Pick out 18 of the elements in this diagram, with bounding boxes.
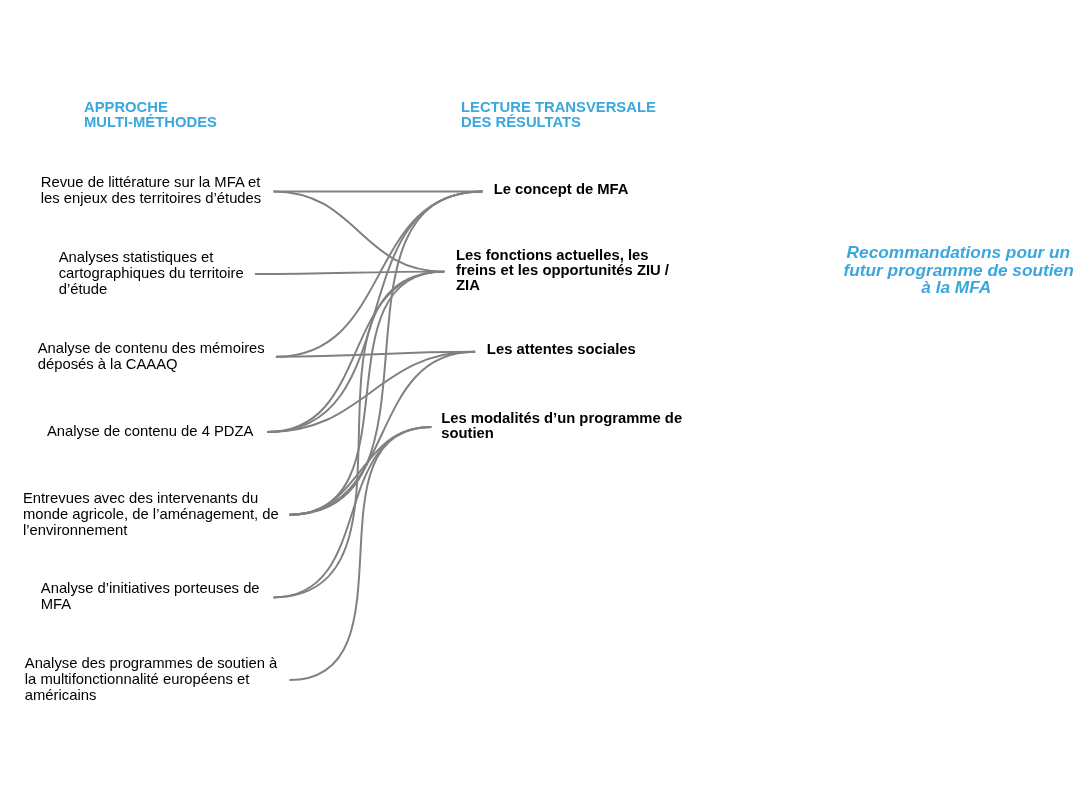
connector	[288, 425, 433, 681]
node-text: Analyse des programmes de soutien à la multifonctionnalité européens et américains	[24, 654, 278, 703]
node-text: Les fonctions actuelles, les freins et les opportunités ZIU / ZIA	[456, 246, 669, 293]
node-text: Les attentes sociales	[486, 340, 636, 357]
node-text: Entrevues avec des intervenants du monde agricole, de l’aménagement, de l’environnement	[22, 489, 279, 538]
node-text: Recommandations pour un futur programme de soutien à la MFA	[843, 241, 1074, 297]
node-text: Analyses statistiques et cartographiques du territoire d’étude	[58, 248, 244, 297]
label: APPROCHE MULTI-MÉTHODES	[84, 98, 217, 130]
node-text: Analyse d’initiatives porteuses de MFA	[40, 579, 260, 612]
node-text: Analyse de contenu des mémoires déposés à la CAAAQ	[37, 339, 265, 372]
node-text: Le concept de MFA	[493, 180, 629, 197]
connector	[272, 270, 446, 598]
node-text: Revue de littérature sur la MFA et les enjeux des territoires d’études	[40, 173, 262, 206]
label: LECTURE TRANSVERSALE DES RÉSULTATS	[460, 98, 656, 130]
connector	[288, 350, 477, 516]
node-text: Analyse de contenu de 4 PDZA	[46, 422, 254, 439]
node-text: Les modalités d’un programme de soutien	[441, 409, 683, 441]
connector	[288, 189, 484, 516]
